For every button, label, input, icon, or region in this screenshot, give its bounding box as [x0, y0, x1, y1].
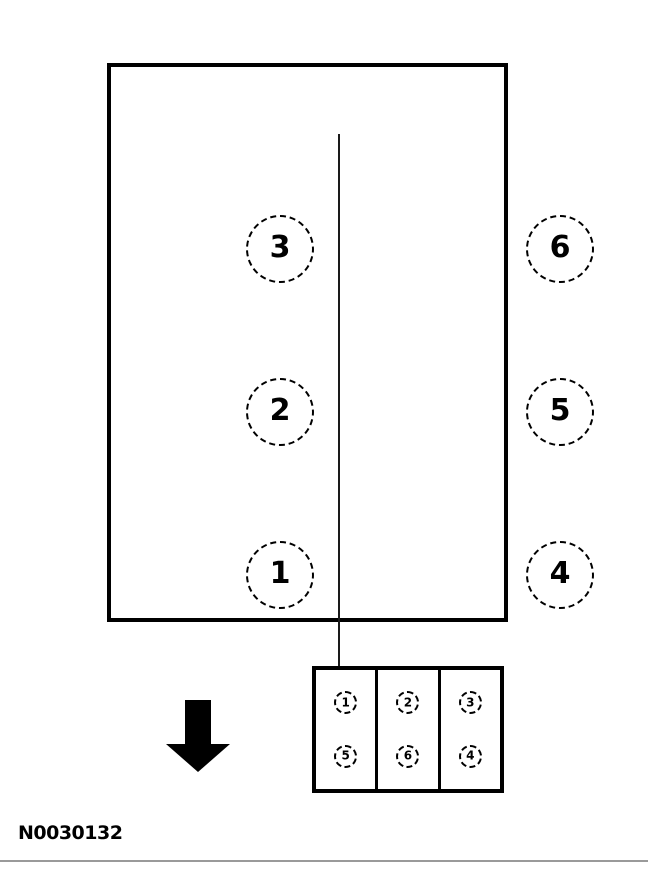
cylinder-bank-divider: [338, 134, 340, 685]
cap-terminal-number: 5: [341, 748, 350, 763]
cap-terminal-top-3: 3: [458, 691, 482, 715]
cylinder-marker-6: 6: [526, 215, 594, 283]
cylinder-number-5: 5: [549, 393, 571, 428]
distributor-cap-column-3: 3 4: [441, 670, 500, 789]
cylinder-number-2: 2: [269, 393, 291, 428]
cap-terminal-number: 3: [466, 695, 475, 710]
cap-terminal-bottom-5: 5: [334, 744, 358, 768]
engine-block-outline: 3 2 1 6 5 4: [107, 63, 594, 685]
cap-terminal-bottom-6: 6: [396, 744, 420, 768]
cap-terminal-bottom-4: 4: [458, 744, 482, 768]
cylinder-marker-3: 3: [246, 215, 314, 283]
cap-terminal-number: 6: [403, 748, 413, 763]
distributor-cap-column-2: 2 6: [378, 670, 441, 789]
distributor-cap-column-1: 1 5: [316, 670, 379, 789]
cap-terminal-number: 1: [341, 695, 350, 710]
cap-terminal-number: 4: [466, 748, 475, 763]
cylinder-marker-4: 4: [526, 541, 594, 609]
front-of-engine-arrow: [166, 700, 230, 772]
footer-divider: [0, 860, 648, 862]
cap-terminal-top-1: 1: [334, 691, 358, 715]
cylinder-number-6: 6: [549, 230, 571, 265]
cylinder-marker-2: 2: [246, 378, 314, 446]
cap-terminal-number: 2: [403, 695, 413, 710]
arrow-down-icon: [166, 700, 230, 772]
distributor-cap-terminals: 1 5 2 6 3 4: [312, 666, 504, 793]
cap-terminal-top-2: 2: [396, 691, 420, 715]
cylinder-number-3: 3: [269, 230, 291, 265]
figure-id-label: N0030132: [18, 822, 123, 844]
cylinder-number-1: 1: [269, 556, 291, 591]
cylinder-number-4: 4: [549, 556, 571, 591]
cylinder-marker-1: 1: [246, 541, 314, 609]
cylinder-marker-5: 5: [526, 378, 594, 446]
